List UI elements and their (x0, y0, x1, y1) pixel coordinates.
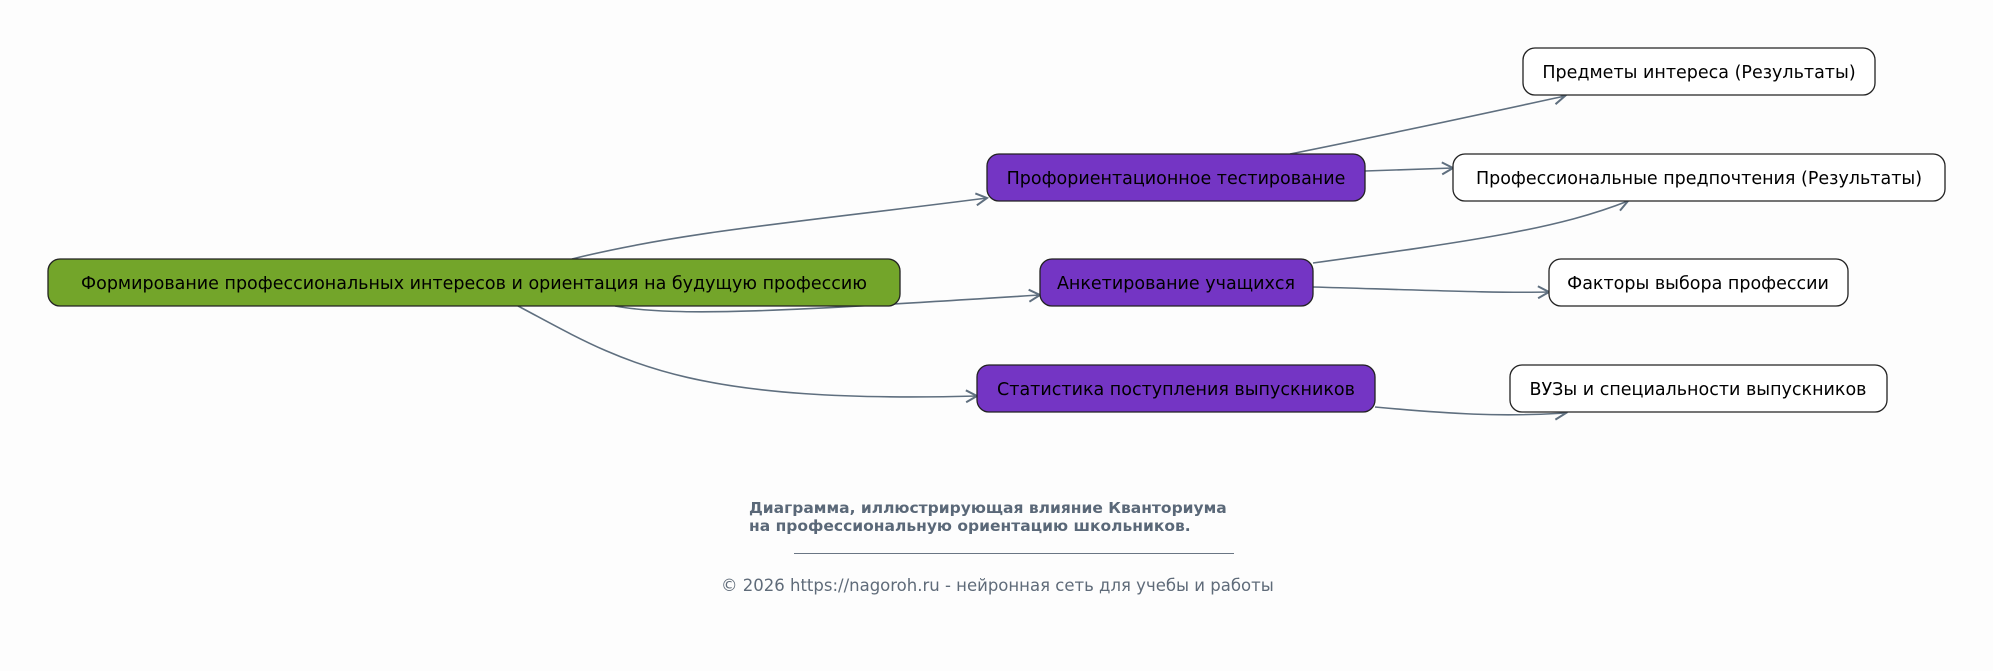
node-root[interactable]: Формирование профессиональных интересов … (47, 258, 901, 307)
node-preferences-label: Профессиональные предпочтения (Результат… (1476, 169, 1922, 189)
edge-survey-preferences (1312, 201, 1628, 264)
edge-root-testing (571, 198, 987, 260)
node-subjects[interactable]: Предметы интереса (Результаты) (1522, 47, 1876, 96)
node-stats-label: Статистика поступления выпускников (997, 380, 1355, 400)
edge-testing-preferences (1364, 168, 1453, 171)
copyright-text: © 2026 https://nagoroh.ru - нейронная се… (721, 576, 1274, 595)
caption-line-2: на профессиональную ориентацию школьнико… (749, 517, 1191, 535)
edge-root-survey (614, 295, 1040, 313)
node-stats[interactable]: Статистика поступления выпускников (976, 364, 1376, 413)
node-testing-label: Профориентационное тестирование (1007, 169, 1346, 189)
node-survey[interactable]: Анкетирование учащихся (1039, 258, 1314, 307)
node-factors[interactable]: Факторы выбора профессии (1548, 258, 1849, 307)
edge-root-stats (517, 305, 977, 397)
diagram-caption: Диаграмма, иллюстрирующая влияние Кванто… (749, 499, 1227, 535)
node-factors-label: Факторы выбора профессии (1567, 274, 1829, 294)
node-preferences[interactable]: Профессиональные предпочтения (Результат… (1452, 153, 1946, 202)
node-testing[interactable]: Профориентационное тестирование (986, 153, 1366, 202)
node-universities-label: ВУЗы и специальности выпускников (1530, 380, 1867, 400)
caption-divider (794, 553, 1234, 554)
node-root-label: Формирование профессиональных интересов … (81, 274, 867, 294)
edge-testing-subjects (1289, 96, 1565, 155)
node-survey-label: Анкетирование учащихся (1057, 274, 1295, 294)
node-subjects-label: Предметы интереса (Результаты) (1542, 63, 1855, 83)
edge-stats-universities (1374, 406, 1566, 415)
edge-survey-factors (1312, 287, 1549, 292)
node-universities[interactable]: ВУЗы и специальности выпускников (1509, 364, 1888, 413)
caption-line-1: Диаграмма, иллюстрирующая влияние Кванто… (749, 499, 1227, 517)
